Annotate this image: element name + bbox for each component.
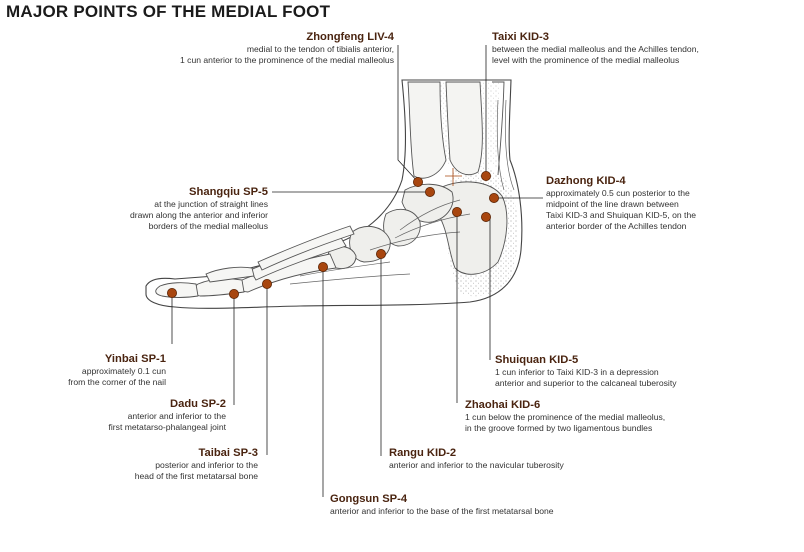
- zhongfeng-desc-2: 1 cun anterior to the prominence of the …: [179, 55, 394, 65]
- shangqiu-desc-2: drawn along the anterior and inferior: [129, 210, 268, 220]
- dazhong-name: Dazhong KID-4: [546, 175, 626, 187]
- taibai-desc-1: posterior and inferior to the: [155, 460, 258, 470]
- gongsun-desc-1: anterior and inferior to the base of the…: [330, 506, 554, 516]
- label-gongsun: Gongsun SP-4 anterior and inferior to th…: [330, 492, 554, 517]
- dazhong-desc-3: Taixi KID-3 and Shuiquan KID-5, on the: [546, 210, 696, 220]
- point-zhongfeng: [412, 176, 423, 187]
- shuiquan-desc-2: anterior and superior to the calcaneal t…: [495, 378, 677, 388]
- rangu-name: Rangu KID-2: [389, 447, 457, 459]
- leg-bones: [407, 81, 505, 179]
- dadu-desc-2: first metatarso-phalangeal joint: [108, 422, 226, 432]
- point-gongsun: [317, 261, 328, 272]
- leader-lines: [171, 45, 543, 497]
- taibai-desc-2: head of the first metatarsal bone: [134, 471, 258, 481]
- shangqiu-desc-3: borders of the medial malleolus: [148, 221, 268, 231]
- point-zhaohai: [451, 206, 462, 217]
- label-taixi: Taixi KID-3 between the medial malleolus…: [492, 30, 699, 66]
- dazhong-desc-2: midpoint of the line drawn between: [546, 199, 679, 209]
- tendon-strokes: [289, 99, 515, 285]
- shuiquan-name: Shuiquan KID-5: [495, 354, 579, 366]
- label-dazhong: Dazhong KID-4 approximately 0.5 cun post…: [546, 174, 696, 232]
- yinbai-desc-1: approximately 0.1 cun: [81, 366, 166, 376]
- shangqiu-name: Shangqiu SP-5: [189, 186, 268, 198]
- gongsun-name: Gongsun SP-4: [330, 493, 408, 505]
- point-dazhong: [488, 192, 499, 203]
- label-rangu: Rangu KID-2 anterior and inferior to the…: [389, 446, 564, 471]
- zhongfeng-name: Zhongfeng LIV-4: [306, 31, 394, 43]
- point-taibai: [261, 278, 272, 289]
- acupoints: [166, 170, 499, 299]
- leader-zhongfeng: [397, 45, 419, 183]
- yinbai-name: Yinbai SP-1: [104, 353, 166, 365]
- point-shuiquan: [480, 211, 491, 222]
- taibai-name: Taibai SP-3: [198, 447, 258, 459]
- yinbai-desc-2: from the corner of the nail: [68, 377, 166, 387]
- label-yinbai: Yinbai SP-1 approximately 0.1 cun from t…: [68, 352, 166, 388]
- shangqiu-desc-1: at the junction of straight lines: [154, 199, 268, 209]
- zhaohai-name: Zhaohai KID-6: [465, 399, 541, 411]
- taixi-desc-1: between the medial malleolus and the Ach…: [492, 44, 699, 54]
- taixi-name: Taixi KID-3: [492, 31, 549, 43]
- shuiquan-desc-1: 1 cun inferior to Taixi KID-3 in a depre…: [495, 367, 659, 377]
- point-dadu: [228, 288, 239, 299]
- dazhong-desc-4: anterior border of the Achilles tendon: [546, 221, 687, 231]
- label-shangqiu: Shangqiu SP-5 at the junction of straigh…: [130, 185, 268, 232]
- point-taixi: [480, 170, 491, 181]
- point-rangu: [375, 248, 386, 259]
- label-dadu: Dadu SP-2 anterior and inferior to the f…: [108, 397, 226, 433]
- taixi-crosshair: [445, 168, 462, 186]
- zhaohai-desc-2: in the groove formed by two ligamentous …: [465, 423, 653, 433]
- dadu-name: Dadu SP-2: [170, 398, 226, 410]
- page-title: MAJOR POINTS OF THE MEDIAL FOOT: [6, 2, 331, 21]
- label-zhongfeng: Zhongfeng LIV-4 medial to the tendon of …: [180, 30, 394, 66]
- label-zhaohai: Zhaohai KID-6 1 cun below the prominence…: [465, 398, 665, 434]
- taixi-desc-2: level with the prominence of the medial …: [492, 55, 680, 65]
- point-yinbai: [166, 287, 177, 298]
- zhongfeng-desc-1: medial to the tendon of tibialis anterio…: [246, 44, 394, 54]
- label-taibai: Taibai SP-3 posterior and inferior to th…: [135, 446, 258, 482]
- point-shangqiu: [424, 186, 435, 197]
- label-shuiquan: Shuiquan KID-5 1 cun inferior to Taixi K…: [495, 353, 677, 389]
- zhaohai-desc-1: 1 cun below the prominence of the medial…: [465, 412, 666, 422]
- rangu-desc-1: anterior and inferior to the navicular t…: [389, 460, 564, 470]
- dazhong-desc-1: approximately 0.5 cun posterior to the: [546, 188, 690, 198]
- dadu-desc-1: anterior and inferior to the: [127, 411, 226, 421]
